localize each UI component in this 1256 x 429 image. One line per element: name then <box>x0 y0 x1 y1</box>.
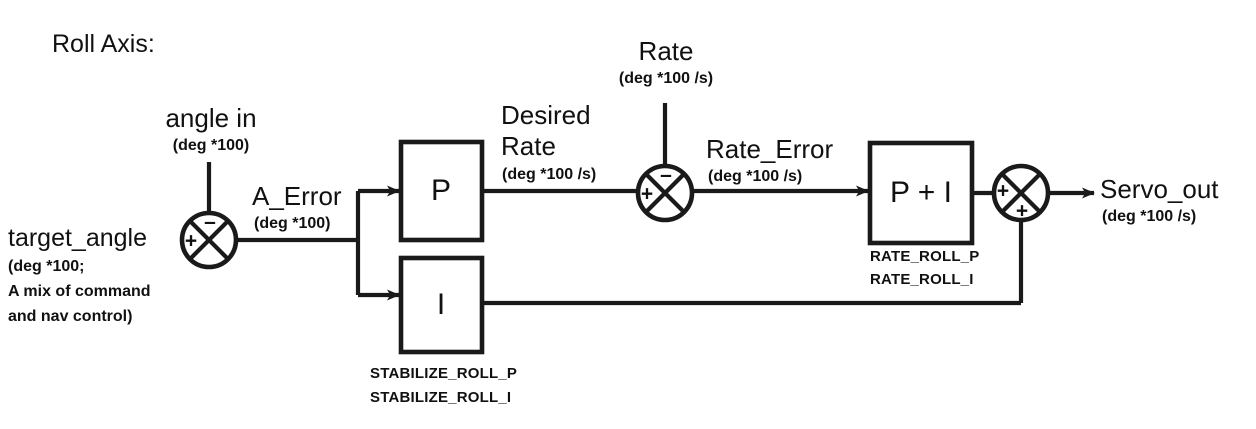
label-rate-error: Rate_Error <box>706 134 834 164</box>
label-desired-rate-units: (deg *100 /s) <box>502 166 597 183</box>
param-rate-roll-p: RATE_ROLL_P <box>870 248 980 265</box>
label-target-angle-units: (deg *100; <box>8 258 85 275</box>
junction-2-minus-sign: – <box>660 163 672 187</box>
label-target-angle-note-3: and nav control) <box>8 308 133 325</box>
param-stabilize-roll-i: STABILIZE_ROLL_I <box>370 389 512 406</box>
param-stabilize-roll-p: STABILIZE_ROLL_P <box>370 365 518 382</box>
junction-3-plus-sign-bottom: + <box>1015 199 1029 223</box>
page-title: Roll Axis: <box>52 30 155 58</box>
rate-error-junction <box>635 163 695 223</box>
i-block-label: I <box>436 288 446 321</box>
label-servo-out-units: (deg *100 /s) <box>1102 208 1197 225</box>
label-servo-out: Servo_out <box>1100 174 1219 204</box>
label-a-error: A_Error <box>252 181 342 211</box>
label-rate-error-units: (deg *100 /s) <box>708 168 803 185</box>
p-block <box>398 139 485 243</box>
junction-3-plus-sign-left: + <box>996 179 1010 203</box>
servo-sum-junction <box>991 163 1051 223</box>
label-angle-in: angle in <box>165 103 257 133</box>
p-block-label: P <box>430 174 452 207</box>
junction-1-plus-sign: + <box>184 229 198 253</box>
label-angle-in-units: (deg *100) <box>172 137 250 154</box>
junction-1-minus-sign: – <box>204 210 216 234</box>
label-a-error-units: (deg *100) <box>254 215 331 232</box>
label-rate-units: (deg *100 /s) <box>618 70 714 87</box>
label-desired-rate-1: Desired <box>501 100 591 130</box>
label-target-angle-note-2: A mix of command <box>8 283 151 300</box>
param-rate-roll-i: RATE_ROLL_I <box>870 271 974 288</box>
i-block <box>398 255 485 355</box>
angle-error-junction <box>179 210 239 270</box>
label-desired-rate-2: Rate <box>501 131 556 161</box>
pi-block-label: P + I <box>890 176 952 209</box>
label-rate: Rate <box>638 36 694 66</box>
label-target-angle: target_angle <box>8 224 148 252</box>
pi-block <box>867 140 975 246</box>
junction-2-plus-sign: + <box>640 182 654 206</box>
